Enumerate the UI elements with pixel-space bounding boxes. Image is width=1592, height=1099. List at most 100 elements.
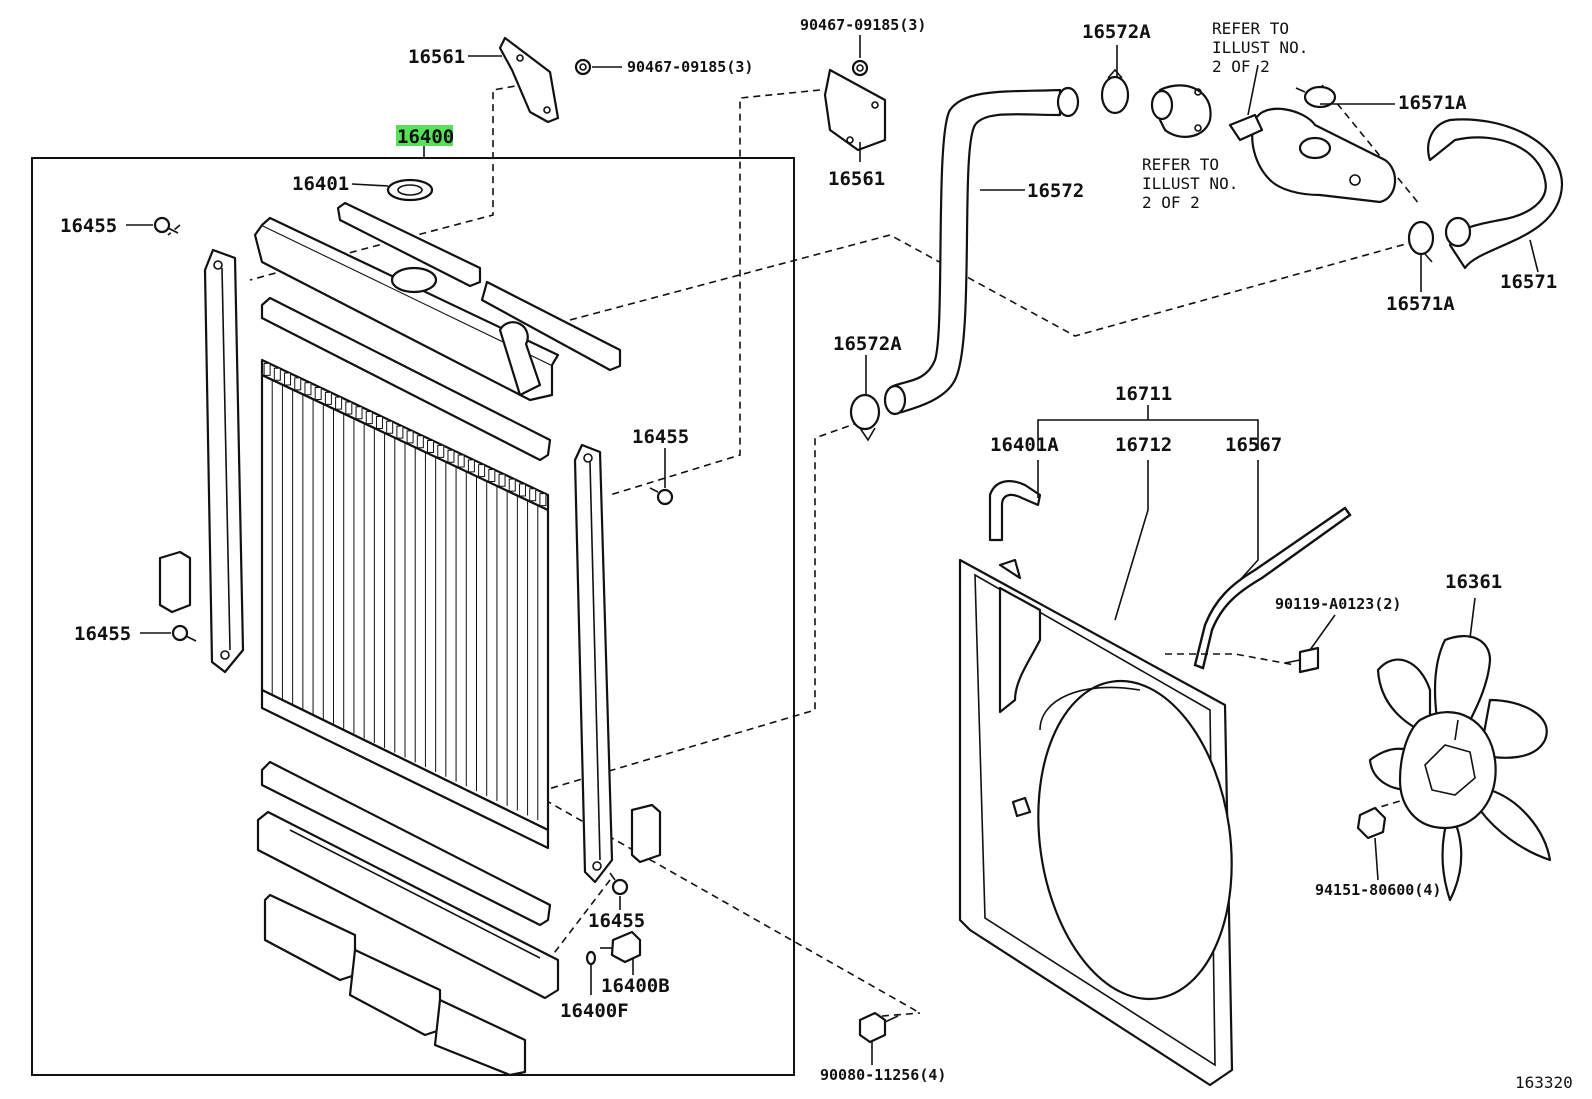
- left-side-support: [203, 248, 245, 674]
- label-16571A-top: 16571A: [1398, 92, 1467, 114]
- drain-cock: [600, 930, 642, 964]
- core-tube-cap: [427, 440, 435, 454]
- cap-gasket: [386, 178, 434, 202]
- core-tube-cap: [355, 406, 363, 420]
- core-tube-cap: [529, 488, 537, 502]
- label-16401A: 16401A: [990, 434, 1059, 456]
- core-tube-cap: [406, 430, 414, 444]
- label-90467-left: 90467-09185(3): [627, 58, 753, 76]
- lower-radiator-hose: [1427, 118, 1564, 270]
- label-16455-right-mid: 16455: [632, 426, 689, 448]
- bolt-left-bottom: [171, 624, 197, 642]
- label-16561-left: 16561: [408, 46, 465, 68]
- right-insulator-block: [630, 803, 662, 864]
- right-side-support: [573, 443, 614, 884]
- core-tube-cap: [365, 411, 373, 425]
- shroud-bolt: [1284, 646, 1320, 674]
- upper-insulator-strip: [336, 201, 482, 288]
- label-16567: 16567: [1225, 434, 1282, 456]
- radiator-assembly-frame: [31, 157, 795, 1076]
- core-tube-cap: [345, 401, 353, 415]
- label-90119: 90119-A0123(2): [1275, 595, 1401, 613]
- radiator-core: [260, 358, 550, 850]
- lower-tank-gasket: [260, 760, 552, 927]
- core-tube-cap: [396, 425, 404, 439]
- clamp-upper-bottom: [849, 393, 881, 442]
- mount-bolt: [858, 1011, 899, 1044]
- core-tube-cap: [539, 493, 547, 507]
- reservoir-hose: [988, 480, 1042, 542]
- core-tube-cap: [447, 449, 455, 463]
- upper-bracket-left: [498, 36, 560, 124]
- lower-insulator-block-2: [348, 948, 442, 1037]
- label-16401: 16401: [292, 173, 349, 195]
- label-16361: 16361: [1445, 571, 1502, 593]
- label-16572: 16572: [1027, 180, 1084, 202]
- label-94151: 94151-80600(4): [1315, 881, 1441, 899]
- cooling-fan: [1368, 635, 1552, 902]
- clamp-lower-top: [1295, 85, 1337, 109]
- drain-o-ring: [585, 950, 597, 966]
- core-tube-cap: [437, 444, 445, 458]
- bolt-right-mid: [649, 487, 674, 506]
- core-tube-cap: [508, 478, 516, 492]
- water-inlet: [1150, 84, 1212, 138]
- bolt-upper-left: [574, 58, 592, 76]
- lower-insulator-block-3: [433, 998, 527, 1077]
- core-tube-cap: [498, 473, 506, 487]
- label-90080: 90080-11256(4): [820, 1066, 946, 1084]
- upper-radiator-hose: [884, 88, 1062, 414]
- core-tube-cap: [263, 362, 271, 376]
- core-tube-cap: [314, 387, 322, 401]
- label-16572A-bottom: 16572A: [833, 333, 902, 355]
- leader-lines: [126, 35, 1539, 1065]
- label-16572A-top: 16572A: [1082, 21, 1151, 43]
- label-16400F: 16400F: [560, 1000, 629, 1022]
- reference-lines: [167, 79, 1421, 1018]
- refer-note-top: REFER TO ILLUST NO. 2 OF 2: [1212, 19, 1318, 76]
- bolt-upper-right: [851, 59, 869, 77]
- overflow-hose: [1193, 506, 1352, 670]
- label-16571A-bottom: 16571A: [1386, 293, 1455, 315]
- core-tube-cap: [284, 372, 292, 386]
- label-16400B: 16400B: [601, 975, 670, 997]
- clamp-upper-top: [1100, 68, 1130, 115]
- upper-tank-gasket: [260, 296, 552, 462]
- core-tube-cap: [304, 382, 312, 396]
- radiator-lower-tank: [256, 810, 560, 1000]
- label-16711: 16711: [1115, 383, 1172, 405]
- label-16561-right: 16561: [828, 168, 885, 190]
- radiator-upper-tank: [253, 216, 560, 402]
- label-16712: 16712: [1115, 434, 1172, 456]
- core-tube-cap: [324, 391, 332, 405]
- core-tube-cap: [478, 464, 486, 478]
- label-16455-left-bottom: 16455: [74, 623, 131, 645]
- core-tube-cap: [273, 367, 281, 381]
- label-16455-right-bottom: 16455: [588, 910, 645, 932]
- label-16571: 16571: [1500, 271, 1557, 293]
- bolt-left-top: [153, 216, 179, 234]
- core-tube-cap: [488, 468, 496, 482]
- label-16400: 16400: [397, 126, 454, 148]
- core-tube-cap: [335, 396, 343, 410]
- label-90467-right: 90467-09185(3): [800, 16, 926, 34]
- core-tube-cap: [416, 435, 424, 449]
- refer-note-mid: REFER TO ILLUST NO. 2 OF 2: [1142, 155, 1248, 212]
- core-tube-cap: [294, 377, 302, 391]
- upper-bracket-right: [823, 68, 887, 152]
- fan-nut: [1356, 806, 1387, 840]
- core-tube-cap: [457, 454, 465, 468]
- highlight-16400: [396, 125, 453, 146]
- left-insulator-block: [158, 550, 192, 614]
- water-outlet-housing: [1228, 107, 1397, 204]
- core-tube-cap: [386, 420, 394, 434]
- core-tube-cap: [467, 459, 475, 473]
- core-tube-cap: [518, 483, 526, 497]
- label-16455-left-top: 16455: [60, 215, 117, 237]
- lower-insulator-block-1: [263, 893, 357, 982]
- upper-insulator-strip-right: [480, 280, 622, 372]
- core-tube-cap: [375, 415, 383, 429]
- diagram-number: 163320: [1515, 1073, 1573, 1092]
- fan-shroud: [958, 558, 1234, 1087]
